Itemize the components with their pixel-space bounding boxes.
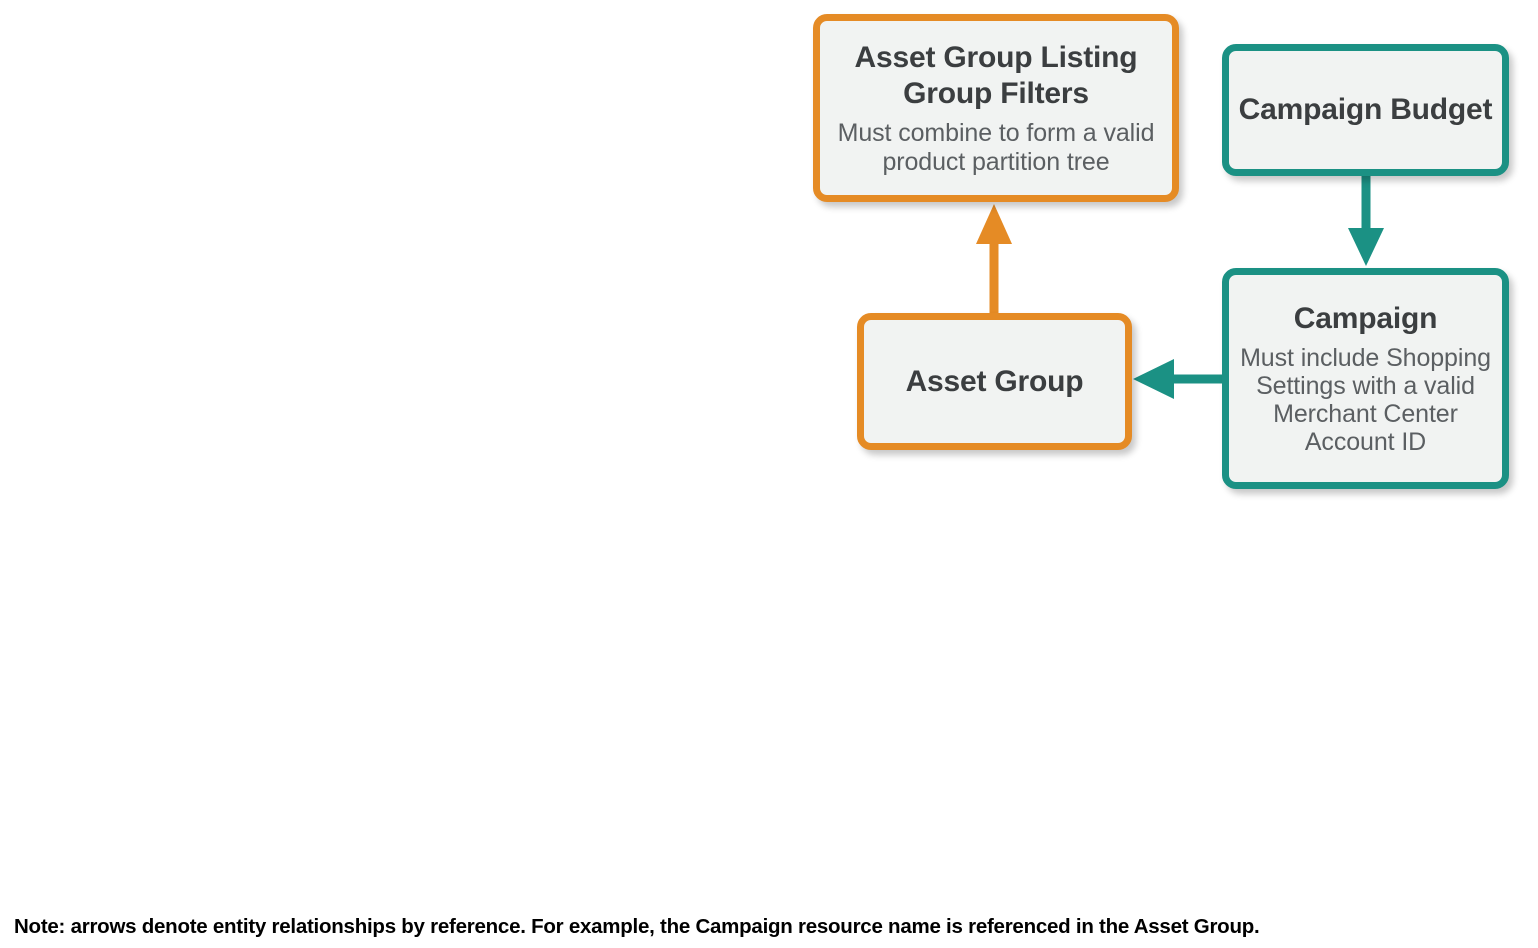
edge-budget-to-campaign (1348, 176, 1384, 266)
edge-campaign-to-asset-group (1133, 359, 1222, 399)
node-title: Asset Group Listing Group Filters (854, 41, 1138, 111)
node-title: Campaign (1293, 301, 1438, 335)
node-title: Campaign Budget (1238, 93, 1493, 126)
node-subtitle: Must include Shopping Settings with a va… (1240, 343, 1491, 457)
node-campaign[interactable]: Campaign Must include Shopping Settings … (1222, 268, 1509, 489)
node-asset-group-listing-group-filters[interactable]: Asset Group Listing Group Filters Must c… (813, 14, 1179, 202)
node-asset-group[interactable]: Asset Group (857, 313, 1132, 450)
node-campaign-budget[interactable]: Campaign Budget (1222, 44, 1509, 176)
node-subtitle: Must combine to form a valid product par… (837, 119, 1155, 176)
node-title: Asset Group (905, 364, 1084, 398)
diagram-note: Note: arrows denote entity relationships… (14, 915, 1260, 938)
edge-asset-group-to-filters (976, 204, 1012, 313)
